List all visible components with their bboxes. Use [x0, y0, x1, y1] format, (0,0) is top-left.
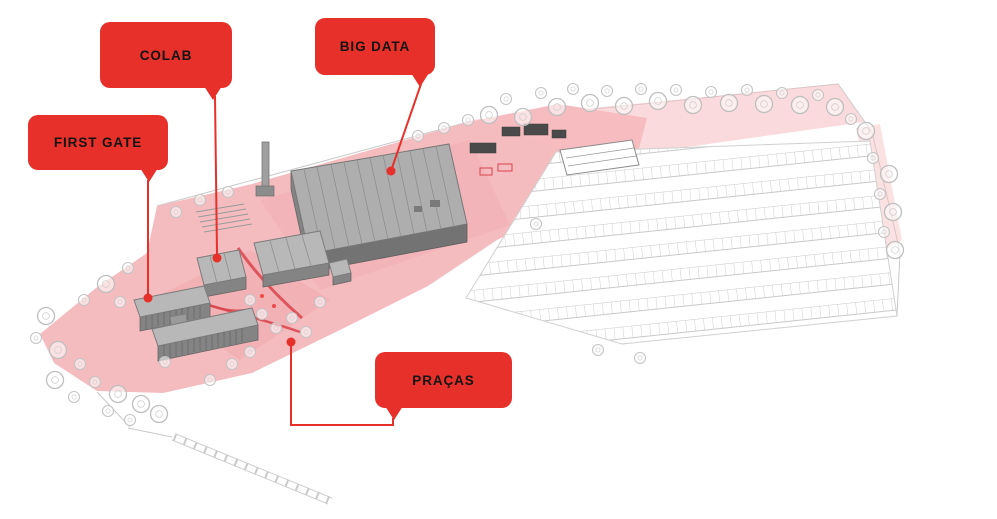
pracas-leader	[290, 346, 394, 426]
big-data-building	[290, 143, 468, 273]
entry-crosswalk	[195, 203, 253, 233]
callout-first-gate: FIRST GATE	[28, 115, 168, 182]
colab-building	[196, 249, 247, 298]
callout-tail	[411, 73, 429, 87]
callout-colab: COLAB	[100, 22, 232, 100]
callout-pracas: PRAÇAS	[375, 352, 512, 420]
service-structures	[469, 123, 640, 176]
big-data-leader	[391, 83, 422, 169]
callout-first-gate-label: FIRST GATE	[53, 135, 143, 150]
colab-leader	[214, 95, 218, 256]
first-gate-building	[133, 285, 259, 362]
parking-lot	[465, 140, 898, 345]
railway	[171, 433, 333, 505]
pracas-marker-dot	[286, 337, 296, 347]
callout-pracas-label: PRAÇAS	[412, 372, 475, 388]
annex-building	[253, 230, 352, 288]
first-gate-marker-dot	[143, 293, 153, 303]
colab-marker-dot	[212, 253, 222, 263]
callout-big-data-label: BIG DATA	[339, 39, 411, 54]
big-data-marker-dot	[386, 166, 396, 176]
callout-tail	[204, 86, 222, 100]
callout-tail	[140, 168, 158, 182]
callout-big-data: BIG DATA	[315, 18, 435, 87]
chimney	[255, 141, 275, 197]
callout-colab-label: COLAB	[139, 47, 193, 63]
callout-tail	[385, 406, 403, 420]
leader-lines	[143, 83, 422, 426]
